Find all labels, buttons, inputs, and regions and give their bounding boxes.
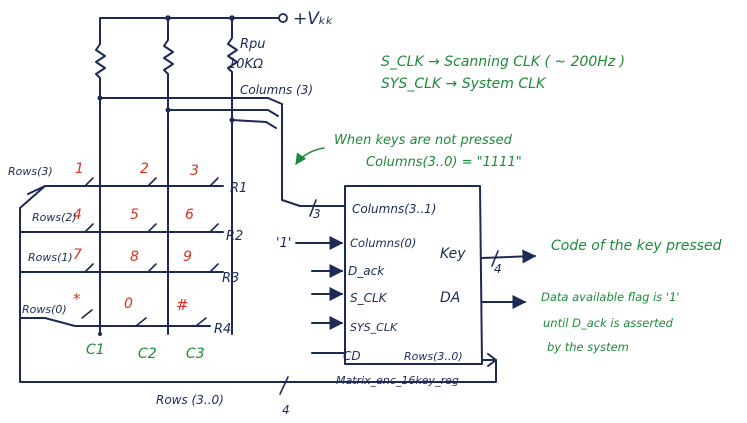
key-output-note: Code of the key pressed — [551, 238, 722, 254]
row-wires — [19, 185, 281, 383]
row-label-2: Rows(2) — [32, 211, 77, 224]
key-8: 8 — [130, 249, 139, 265]
da-note-3: by the system — [547, 340, 629, 354]
row-name-r1: R1 — [230, 181, 247, 196]
annotation-arrow — [295, 147, 325, 165]
port-d-ack: D_ack — [348, 264, 385, 278]
key-1: 1 — [75, 161, 84, 177]
block-input-wires — [295, 236, 346, 354]
port-s-clk: S_CLK — [350, 291, 388, 305]
port-da: DA — [440, 290, 460, 306]
columns-bus — [97, 95, 346, 336]
columns-bus-width: 3 — [313, 207, 321, 221]
block-name: Matrix_enc_16key_reg — [336, 374, 459, 387]
columns-bus-label: Columns (3) — [240, 83, 313, 97]
key-switches — [81, 177, 219, 327]
const-input: '1' — [276, 236, 291, 251]
key-hash: # — [176, 296, 189, 314]
row-label-0: Rows(0) — [22, 303, 67, 316]
key-5: 5 — [130, 207, 139, 223]
key-star: * — [73, 290, 81, 308]
port-columns-3-1: Columns(3..1) — [352, 202, 436, 216]
clock-note-1: S_CLK → Scanning CLK ( ~ 200Hz ) — [381, 54, 625, 70]
bottom-bus-label: Rows (3..0) — [156, 393, 224, 407]
row-label-1: Rows(1) — [28, 251, 73, 264]
vcc-rail — [99, 13, 288, 23]
port-rows: Rows(3..0) — [404, 350, 463, 363]
key-4: 4 — [73, 207, 82, 223]
row-label-3-top: Rows(3) — [8, 165, 53, 178]
da-note-2: until D_ack is asserted — [543, 316, 674, 330]
keys-note-2: Columns(3..0) = "1111" — [366, 155, 522, 170]
key-2: 2 — [140, 161, 149, 177]
encoder-block — [344, 185, 483, 365]
port-columns-0: Columns(0) — [350, 236, 416, 250]
key-bus-width: 4 — [494, 262, 502, 276]
clock-note-2: SYS_CLK → System CLK — [381, 76, 547, 92]
key-6: 6 — [185, 207, 194, 223]
da-note-1: Data available flag is '1' — [541, 290, 680, 304]
col-name-c3: C3 — [186, 346, 205, 362]
vcc-label: +Vₖₖ — [293, 9, 333, 29]
col-name-c2: C2 — [138, 346, 157, 362]
key-3: 3 — [190, 163, 199, 179]
row-name-r2: R2 — [226, 229, 243, 244]
row-name-r4: R4 — [214, 322, 231, 337]
row-name-r3: R3 — [222, 271, 239, 286]
port-sys-clk: SYS_CLK — [350, 321, 398, 334]
key-7: 7 — [73, 247, 82, 263]
col-name-c1: C1 — [86, 342, 105, 358]
resistor-value: 10KΩ — [228, 57, 263, 72]
keys-note-1: When keys are not pressed — [334, 133, 513, 148]
port-cd: CD — [343, 349, 361, 363]
key-0: 0 — [124, 296, 133, 312]
key-9: 9 — [183, 249, 192, 265]
port-key: Key — [440, 246, 466, 262]
block-output-wires — [279, 249, 537, 395]
column-wires — [95, 17, 238, 335]
resistor-name: Rpu — [240, 37, 266, 52]
bottom-bus-width: 4 — [282, 403, 290, 417]
